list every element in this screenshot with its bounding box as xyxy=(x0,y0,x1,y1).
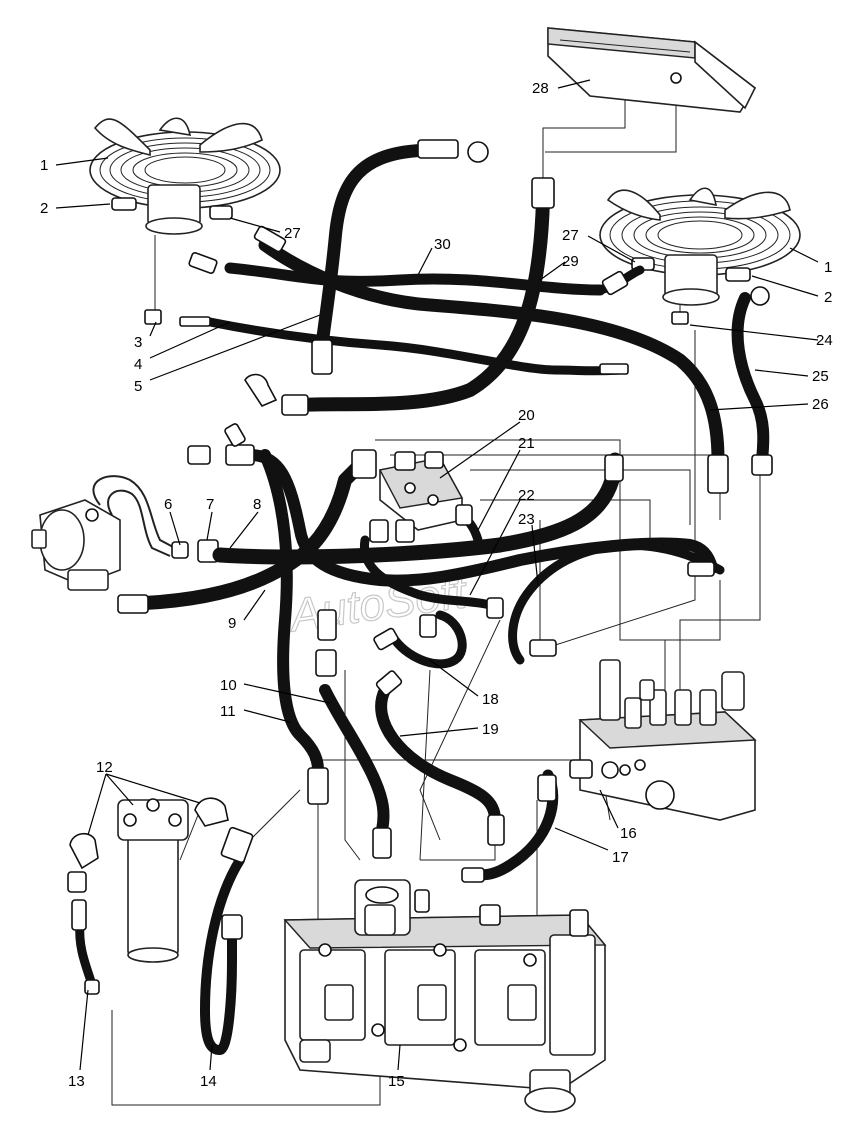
main-valve-bank xyxy=(283,879,607,1113)
callout-28: 28 xyxy=(532,80,549,97)
callout-2-left: 2 xyxy=(40,200,48,217)
callout-20: 20 xyxy=(518,407,535,424)
callout-24: 24 xyxy=(816,332,833,349)
callout-30: 30 xyxy=(434,236,451,253)
fitting-icon xyxy=(111,197,233,220)
callout-27-right: 27 xyxy=(562,227,579,244)
callout-3: 3 xyxy=(134,334,142,351)
callout-9: 9 xyxy=(228,615,236,632)
suction-hose xyxy=(92,475,176,549)
fitting-icon xyxy=(171,541,189,559)
callout-19: 19 xyxy=(482,721,499,738)
callout-18: 18 xyxy=(482,691,499,708)
oil-filter xyxy=(67,797,229,995)
cooling-fan-left xyxy=(89,117,281,235)
callout-22: 22 xyxy=(518,487,535,504)
callout-13: 13 xyxy=(68,1073,85,1090)
leader-lines xyxy=(55,79,819,1071)
callout-1-right: 1 xyxy=(824,259,832,276)
callout-labels: 1 2 3 4 5 6 7 8 9 10 11 12 13 14 15 16 1… xyxy=(40,80,833,1090)
cooling-fan-right xyxy=(599,187,801,306)
callout-21: 21 xyxy=(518,435,535,452)
upper-fittings xyxy=(144,139,773,494)
callout-14: 14 xyxy=(200,1073,217,1090)
callout-26: 26 xyxy=(812,396,829,413)
callout-1-left: 1 xyxy=(40,157,48,174)
hydraulic-pump xyxy=(31,499,121,591)
callout-23: 23 xyxy=(518,511,535,528)
callout-7: 7 xyxy=(206,496,214,513)
callout-2-right: 2 xyxy=(824,289,832,306)
callout-17: 17 xyxy=(612,849,629,866)
callout-27-left: 27 xyxy=(284,225,301,242)
control-valve-block xyxy=(569,659,757,821)
callout-25: 25 xyxy=(812,368,829,385)
callout-12: 12 xyxy=(96,759,113,776)
callout-10: 10 xyxy=(220,677,237,694)
middle-fittings xyxy=(117,423,715,940)
callout-15: 15 xyxy=(388,1073,405,1090)
electronic-module xyxy=(547,27,757,113)
callout-16: 16 xyxy=(620,825,637,842)
callout-4: 4 xyxy=(134,356,142,373)
callout-11: 11 xyxy=(220,703,236,720)
callout-6: 6 xyxy=(164,496,172,513)
valve-block xyxy=(378,451,464,531)
callout-5: 5 xyxy=(134,378,142,395)
callout-8: 8 xyxy=(253,496,261,513)
callout-29: 29 xyxy=(562,253,579,270)
